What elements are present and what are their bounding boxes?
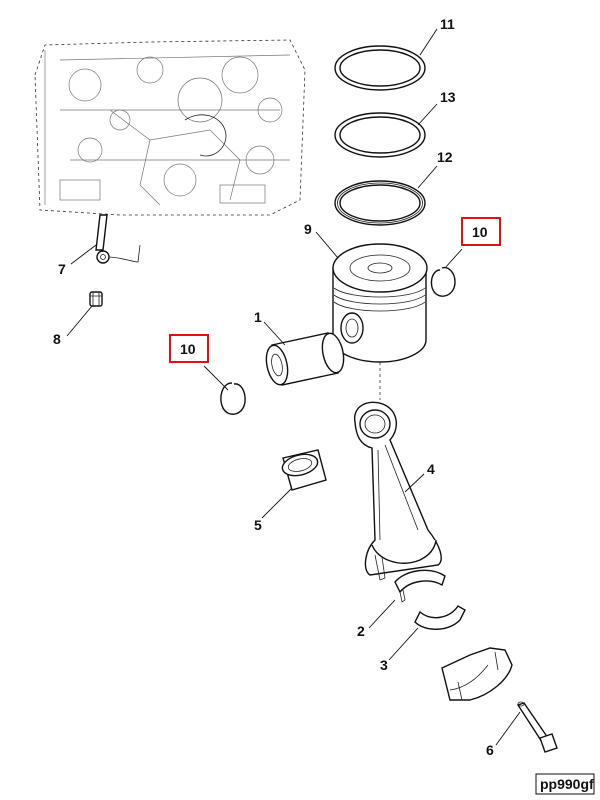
callout-7: 7	[58, 261, 66, 277]
part-10-snap-ring-left	[220, 382, 246, 415]
part-3-lower-bearing-shell	[414, 605, 466, 630]
callout-1: 1	[254, 309, 262, 325]
connecting-rod-cap	[441, 647, 513, 701]
highlight-box-10-right	[461, 217, 501, 246]
callout-2: 2	[357, 623, 365, 639]
part-8-bolt	[89, 291, 103, 307]
part-1-piston-pin	[265, 332, 345, 386]
part-5-bushing	[281, 449, 327, 491]
part-11-compression-ring	[334, 45, 426, 91]
part-7-piston-cooling-jet	[95, 214, 141, 264]
callout-4: 4	[427, 461, 435, 477]
callout-5: 5	[254, 517, 262, 533]
leader-lines	[66, 28, 521, 746]
callout-11: 11	[440, 16, 455, 32]
callout-9: 9	[304, 221, 312, 237]
part-9-piston	[332, 243, 428, 400]
callout-10-left: 10	[180, 341, 196, 357]
part-6-rod-bolt	[516, 701, 558, 753]
part-12-oil-control-ring	[334, 180, 426, 226]
callout-12: 12	[437, 149, 453, 165]
figure-tag: pp990gf	[540, 776, 594, 792]
callout-13: 13	[440, 89, 456, 105]
highlight-box-10-left	[169, 334, 209, 363]
callout-8: 8	[53, 331, 61, 347]
callout-3: 3	[380, 657, 388, 673]
callout-6: 6	[486, 742, 494, 758]
callout-10-right: 10	[472, 224, 488, 240]
part-2-upper-bearing-shell	[394, 569, 446, 603]
engine-block-illustration	[34, 39, 306, 216]
part-10-snap-ring-right	[430, 266, 456, 297]
part-4-connecting-rod	[354, 401, 442, 581]
figure-tag-box	[535, 773, 595, 795]
part-13-intermediate-ring	[334, 112, 426, 158]
